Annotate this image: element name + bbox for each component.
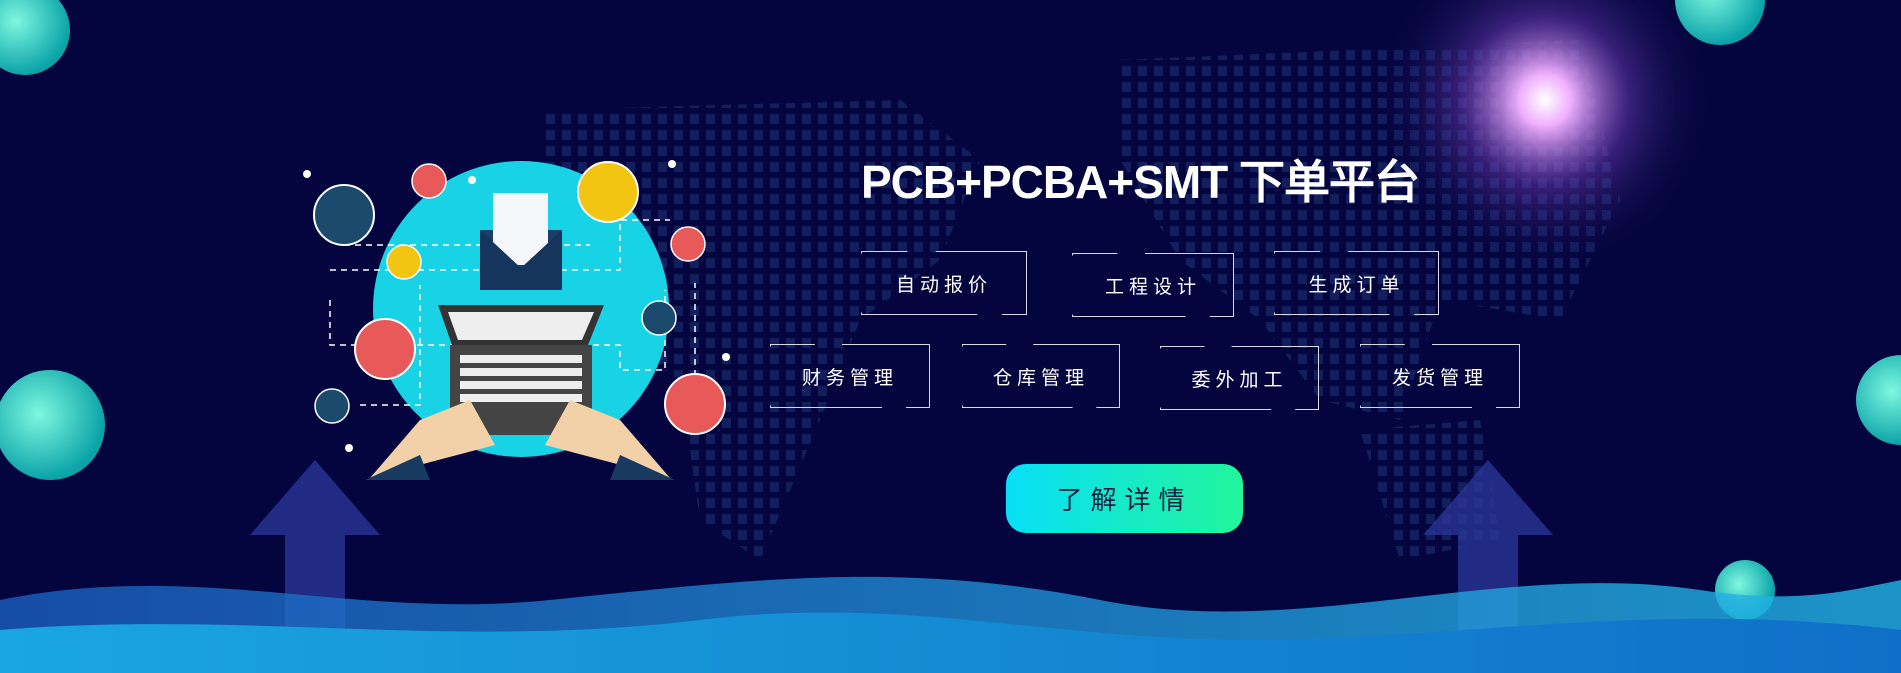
refresh-icon bbox=[670, 226, 706, 262]
compass-icon bbox=[386, 244, 422, 280]
tablet-icon bbox=[577, 161, 639, 223]
feature-engineering-design[interactable]: 工程设计 bbox=[1072, 253, 1234, 317]
feature-shipping-management[interactable]: 发货管理 bbox=[1360, 344, 1520, 408]
orb bbox=[1856, 355, 1901, 445]
light-flare bbox=[1375, 0, 1715, 270]
link-icon bbox=[314, 388, 350, 424]
gear-icon bbox=[664, 373, 726, 435]
feature-finance-management[interactable]: 财务管理 bbox=[770, 344, 930, 408]
envelope-icon bbox=[480, 193, 562, 290]
sparkle-icon bbox=[303, 160, 730, 452]
feature-outsourcing[interactable]: 委外加工 bbox=[1160, 346, 1319, 410]
feature-auto-quote[interactable]: 自动报价 bbox=[861, 251, 1027, 315]
monitor-icon bbox=[411, 163, 447, 199]
arrow-up-right bbox=[1423, 460, 1553, 673]
feature-generate-order[interactable]: 生成订单 bbox=[1274, 251, 1439, 315]
page-title: PCB+PCBA+SMT 下单平台 bbox=[860, 156, 1420, 208]
orb bbox=[1675, 0, 1765, 45]
phone-icon bbox=[354, 318, 416, 380]
wave-front bbox=[0, 612, 1901, 673]
laptop-illustration bbox=[303, 160, 730, 480]
arrow-up-left bbox=[250, 460, 380, 673]
orb bbox=[0, 370, 105, 480]
learn-more-button[interactable]: 了解详情 bbox=[1006, 464, 1243, 533]
chat-icon bbox=[313, 184, 375, 246]
orb bbox=[0, 0, 70, 75]
feature-warehouse-management[interactable]: 仓库管理 bbox=[962, 344, 1120, 408]
folder-icon bbox=[641, 300, 677, 336]
